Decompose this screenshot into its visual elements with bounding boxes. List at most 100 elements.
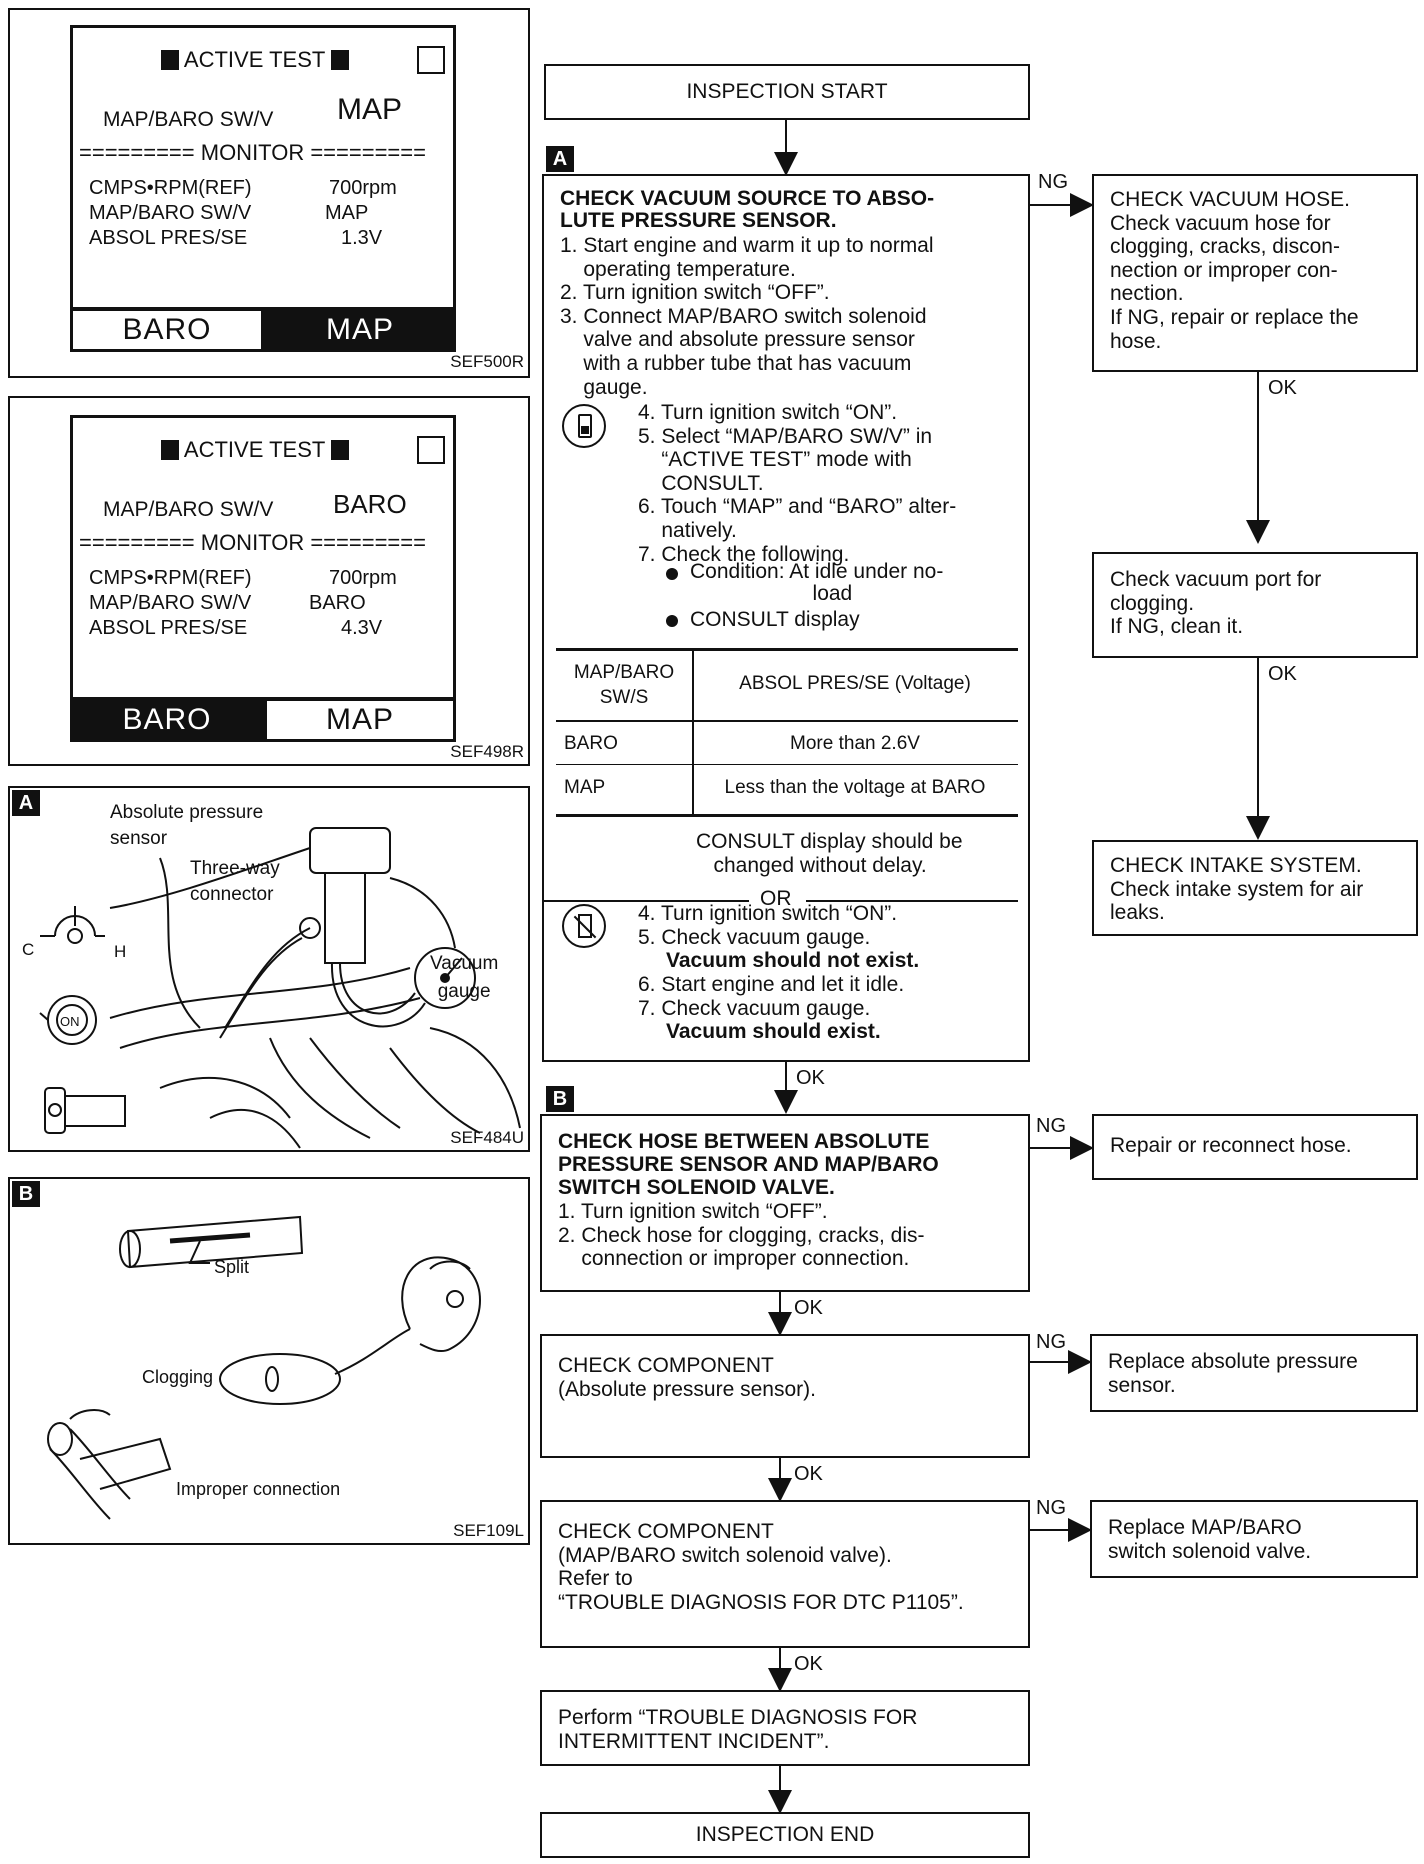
step-a-instructions-1: 1. Start engine and warm it up to normal… <box>560 234 934 399</box>
vacuum-should-not-exist: Vacuum should not exist. <box>666 949 920 972</box>
check-component-valve-box: CHECK COMPONENT (MAP/BARO switch solenoi… <box>540 1500 1030 1648</box>
label-on: ON <box>60 1014 80 1029</box>
step-b-instructions: 1. Turn ignition switch “OFF”. 2. Check … <box>558 1200 925 1271</box>
square-icon <box>331 50 350 70</box>
ok-label: OK <box>794 1463 823 1485</box>
monitor-label: ========= MONITOR ========= <box>79 140 426 165</box>
figure-code: SEF498R <box>450 742 524 761</box>
mode-label: MAP/BARO SW/V <box>103 498 274 521</box>
step-a-instructions-4: 6. Start engine and let it idle. 7. Chec… <box>638 973 905 1020</box>
monitor-row: ABSOL PRES/SE <box>89 617 248 639</box>
consult-screen-map-panel: ACTIVE TEST MAP/BARO SW/V MAP ========= … <box>8 8 530 378</box>
figure-code: SEF500R <box>450 352 524 371</box>
consult-screen-baro-panel: ACTIVE TEST MAP/BARO SW/V BARO =========… <box>8 396 530 766</box>
consult-screen-map: ACTIVE TEST MAP/BARO SW/V MAP ========= … <box>70 25 456 310</box>
table-header-voltage: ABSOL PRES/SE (Voltage) <box>739 673 971 694</box>
ng-label: NG <box>1036 1115 1066 1137</box>
step-a-box: CHECK VACUUM SOURCE TO ABSO- LUTE PRESSU… <box>542 174 1030 1062</box>
monitor-label: ========= MONITOR ========= <box>79 530 426 555</box>
step-tag-b: B <box>546 1086 574 1112</box>
monitor-row: MAP/BARO SW/V <box>89 592 252 614</box>
voltage-table: MAP/BARO SW/S ABSOL PRES/SE (Voltage) BA… <box>556 648 1018 817</box>
map-button[interactable]: MAP <box>264 308 456 352</box>
bullet-dot <box>666 615 678 627</box>
illustration-a-panel: A <box>8 786 530 1152</box>
mode-value: MAP <box>337 93 403 126</box>
ng-label: NG <box>1036 1331 1066 1353</box>
monitor-row: MAP/BARO SW/V <box>89 202 252 224</box>
replace-sensor-box: Replace absolute pressure sensor. <box>1090 1334 1418 1412</box>
monitor-row: ABSOL PRES/SE <box>89 227 248 249</box>
monitor-value: 1.3V <box>341 227 383 249</box>
step-b-box: CHECK HOSE BETWEEN ABSOLUTE PRESSURE SEN… <box>540 1114 1030 1292</box>
ok-label: OK <box>794 1653 823 1675</box>
label-improper-connection: Improper connection <box>176 1479 341 1499</box>
step-tag-a: A <box>546 146 574 172</box>
label-split: Split <box>214 1257 250 1277</box>
consult-icon <box>562 404 606 448</box>
label-three-way-connector: Three-way connector <box>190 858 280 905</box>
inspection-end-box: INSPECTION END <box>540 1812 1030 1858</box>
monitor-value: 4.3V <box>341 617 383 639</box>
bullet-dot <box>666 568 678 580</box>
table-header-switch: MAP/BARO SW/S <box>573 662 675 708</box>
check-vacuum-hose-box: CHECK VACUUM HOSE. Check vacuum hose for… <box>1092 174 1418 372</box>
engine-illustration <box>39 827 521 1149</box>
monitor-value: 700rpm <box>329 567 397 589</box>
table-cell: Less than the voltage at BARO <box>724 777 986 798</box>
label-vacuum-gauge: Vacuum gauge <box>430 953 499 1002</box>
step-a-instructions-2: 4. Turn ignition switch “ON”. 5. Select … <box>638 401 957 566</box>
no-consult-icon <box>562 904 606 948</box>
step-b-title: CHECK HOSE BETWEEN ABSOLUTE PRESSURE SEN… <box>558 1130 939 1199</box>
bullet-condition: Condition: At idle under no- load <box>690 560 944 605</box>
inspection-start-box: INSPECTION START <box>544 64 1030 120</box>
mode-value: BARO <box>333 489 407 519</box>
illustration-b-panel: B Split Clogging Improper connection SEF… <box>8 1177 530 1545</box>
consult-screen-baro: ACTIVE TEST MAP/BARO SW/V BARO =========… <box>70 415 456 700</box>
label-cold: C <box>22 940 35 959</box>
label-clogging: Clogging <box>142 1367 214 1387</box>
monitor-value: 700rpm <box>329 177 397 199</box>
map-button[interactable]: MAP <box>264 698 456 742</box>
baro-button[interactable]: BARO <box>70 308 264 352</box>
square-icon <box>161 50 179 70</box>
checkbox-icon <box>417 436 445 464</box>
section-tag-a: A <box>12 790 40 816</box>
check-vacuum-port-box: Check vacuum port for clogging. If NG, c… <box>1092 552 1418 658</box>
table-cell: BARO <box>564 733 618 754</box>
square-icon <box>161 440 179 460</box>
table-cell: MAP <box>564 777 606 798</box>
screen-header: ACTIVE TEST <box>161 48 350 72</box>
figure-code: SEF484U <box>450 1128 524 1147</box>
section-tag-b: B <box>12 1181 40 1207</box>
monitor-value: BARO <box>309 592 366 614</box>
table-cell: More than 2.6V <box>790 733 920 754</box>
monitor-value: MAP <box>325 202 369 224</box>
label-absolute-pressure-sensor: Absolute pressure sensor <box>110 802 264 849</box>
ng-label: NG <box>1036 1497 1066 1519</box>
mode-label: MAP/BARO SW/V <box>103 108 274 131</box>
or-divider: OR <box>544 887 1028 911</box>
ng-label: NG <box>1038 171 1068 193</box>
replace-valve-box: Replace MAP/BARO switch solenoid valve. <box>1090 1500 1418 1578</box>
square-icon <box>331 440 350 460</box>
screen-header: ACTIVE TEST <box>161 438 350 462</box>
monitor-row: CMPS•RPM(REF) <box>89 177 252 199</box>
repair-hose-box: Repair or reconnect hose. <box>1092 1114 1418 1180</box>
intermittent-incident-box: Perform “TROUBLE DIAGNOSIS FOR INTERMITT… <box>540 1690 1030 1766</box>
ok-label: OK <box>1268 663 1297 685</box>
check-intake-system-box: CHECK INTAKE SYSTEM. Check intake system… <box>1092 840 1418 936</box>
checkbox-icon <box>417 46 445 74</box>
step-a-title: CHECK VACUUM SOURCE TO ABSO- LUTE PRESSU… <box>560 187 935 232</box>
check-component-sensor-box: CHECK COMPONENT (Absolute pressure senso… <box>540 1334 1030 1458</box>
hose-illustration <box>47 1215 481 1520</box>
vacuum-should-exist: Vacuum should exist. <box>666 1020 881 1043</box>
baro-button[interactable]: BARO <box>70 698 264 742</box>
label-hot: H <box>114 942 127 961</box>
ok-label: OK <box>794 1297 823 1319</box>
ok-label: OK <box>1268 377 1297 399</box>
ok-label: OK <box>796 1067 825 1089</box>
figure-code: SEF109L <box>453 1521 524 1540</box>
step-a-note: CONSULT display should be changed withou… <box>696 830 963 877</box>
